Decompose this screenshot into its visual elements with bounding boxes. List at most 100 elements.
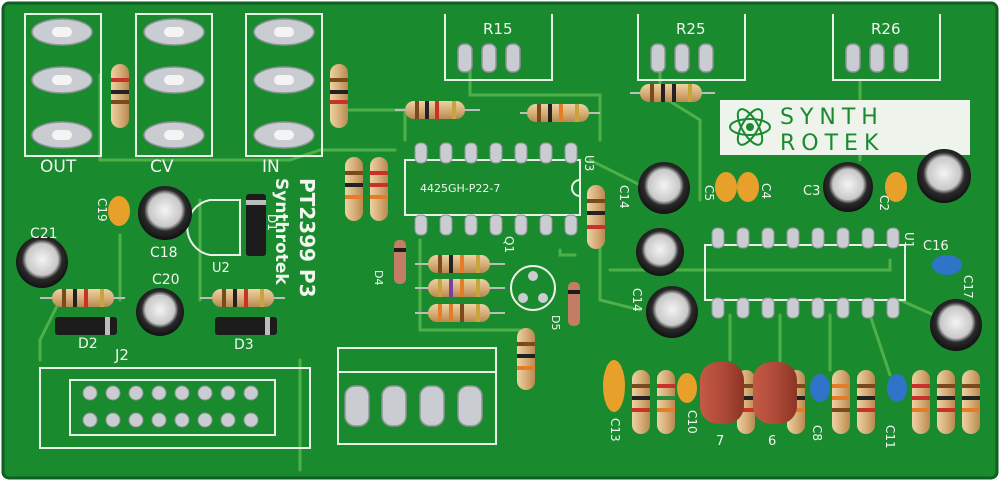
c3-label: C3 — [803, 184, 820, 199]
resistor — [912, 370, 930, 434]
diode-d1 — [246, 194, 266, 256]
diodes — [55, 194, 580, 335]
resistor — [330, 64, 348, 128]
c17-label: C17 — [961, 275, 975, 299]
capacitor-c14 — [646, 286, 698, 338]
c12-label: C14 — [617, 185, 631, 209]
ceramic-capacitors — [108, 172, 962, 412]
pot-r15: R15 — [444, 14, 553, 81]
resistor — [40, 289, 125, 307]
resistor — [415, 255, 505, 273]
resistor — [520, 104, 600, 122]
resistor — [937, 370, 955, 434]
c4-label: C4 — [759, 183, 773, 199]
film-7-label: 7 — [716, 434, 724, 449]
jack-in-label: IN — [262, 157, 280, 177]
c21-label: C21 — [30, 226, 58, 242]
jack-out: OUT — [24, 13, 102, 177]
power-connector — [337, 347, 497, 445]
diode-d3 — [215, 317, 277, 335]
capacitor-c17 — [930, 299, 982, 351]
board-title-line2: Synthrotek — [271, 178, 291, 285]
resistor — [630, 84, 715, 102]
resistor — [857, 370, 875, 434]
capacitor-c21 — [16, 236, 68, 288]
d1-label: D1 — [265, 214, 279, 231]
resistor — [200, 289, 285, 307]
resistor — [587, 185, 605, 249]
j2-label: J2 — [114, 346, 129, 364]
capacitor-c3 — [823, 162, 873, 212]
resistor — [415, 279, 505, 297]
c2-label: C2 — [877, 195, 891, 211]
transistor-q1: Q1 — [502, 236, 556, 311]
resistor — [370, 157, 388, 221]
resistor — [345, 157, 363, 221]
capacitor-c5 — [715, 172, 737, 202]
logo-line2: ROTEK — [780, 131, 884, 156]
d2-label: D2 — [78, 336, 98, 352]
d5-label: D5 — [549, 315, 562, 330]
resistor — [832, 370, 850, 434]
ic-u3: 4425GH-P22-7 U3 — [404, 142, 596, 236]
film-capacitors — [700, 362, 797, 424]
diode-d2 — [55, 317, 117, 335]
c18-label: C18 — [150, 245, 178, 261]
u2-label: U2 — [212, 261, 230, 276]
c19-label: C19 — [95, 198, 109, 222]
electrolytic-capacitors — [16, 149, 982, 351]
board-title: PT2399 P3 Synthrotek — [271, 178, 319, 298]
jack-cv: CV — [135, 13, 213, 177]
r15-label: R15 — [483, 20, 513, 38]
c16-label: C16 — [923, 239, 949, 254]
c13-label: C13 — [608, 418, 622, 442]
capacitor-c6 — [753, 362, 797, 424]
capacitor-c18 — [138, 186, 192, 240]
resistor — [415, 304, 505, 322]
c20-label: C20 — [152, 272, 180, 288]
capacitor-c2 — [917, 149, 971, 203]
resistor — [111, 64, 129, 128]
atom-icon — [729, 108, 771, 146]
resistors — [40, 84, 715, 322]
jack-out-label: OUT — [40, 157, 77, 177]
resistor — [632, 370, 650, 434]
film-6-label: 6 — [768, 434, 776, 449]
capacitor-c19 — [108, 196, 130, 226]
board-title-line1: PT2399 P3 — [295, 178, 319, 298]
ic-part-number: 4425GH-P22-7 — [420, 182, 500, 195]
d4-label: D4 — [372, 270, 385, 285]
u3-label: U3 — [582, 155, 596, 171]
ic-u1: U1 — [704, 227, 916, 319]
capacitor-c20 — [136, 288, 184, 336]
c11-label: C11 — [883, 425, 897, 449]
c8-label: C8 — [810, 425, 824, 441]
capacitor-c8 — [810, 374, 830, 402]
capacitor-c16 — [932, 255, 962, 275]
r26-label: R26 — [871, 20, 901, 38]
u1-label: U1 — [902, 232, 916, 248]
q1-label: Q1 — [502, 236, 516, 253]
pot-r25: R25 — [637, 14, 746, 81]
synthrotek-logo: SYNTH ROTEK — [720, 100, 970, 156]
capacitor-c1 — [885, 172, 907, 202]
capacitor-c15 — [636, 228, 684, 276]
d3-label: D3 — [234, 337, 254, 353]
capacitor-c11 — [887, 374, 907, 402]
diode-d5 — [568, 282, 580, 326]
resistor — [395, 101, 480, 119]
c5-label: C5 — [702, 185, 716, 201]
logo-line1: SYNTH — [780, 105, 884, 130]
resistor — [517, 328, 535, 390]
header-j2: J2 — [39, 346, 311, 449]
c14-label: C14 — [630, 288, 644, 312]
transistor-u2: U2 — [186, 199, 241, 276]
jack-in: IN — [245, 13, 323, 177]
jack-cv-label: CV — [150, 157, 174, 177]
resistor — [657, 370, 675, 434]
diode-d4 — [394, 240, 406, 284]
capacitor-c4 — [737, 172, 759, 202]
pot-r26: R26 — [832, 14, 941, 81]
capacitor-c13 — [603, 360, 625, 412]
